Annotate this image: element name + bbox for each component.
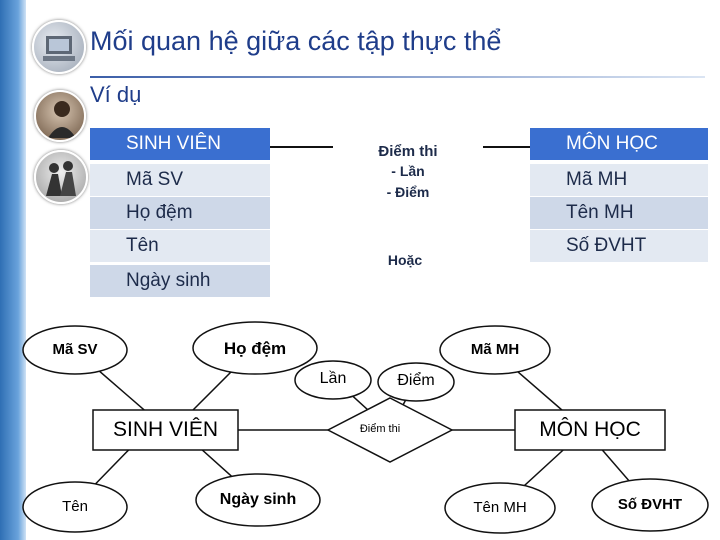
mon-hoc-header: MÔN HỌC xyxy=(530,128,708,160)
relation-box-attr-lan: - Lần xyxy=(391,163,425,179)
attr-ten-mh: Tên MH xyxy=(473,499,527,516)
or-text: Hoặc xyxy=(387,252,423,268)
attr-so-dvht: Số ĐVHT xyxy=(617,496,683,513)
sinh-vien-row-ngay-sinh: Ngày sinh xyxy=(90,265,270,297)
attr-ellipse-ngay-sinh xyxy=(195,473,321,527)
attr-ellipse-ma-sv xyxy=(22,325,128,375)
attr-ellipse-ho-dem xyxy=(192,321,318,375)
mon-hoc-row-ma-mh: Mã MH xyxy=(530,164,708,196)
attr-ma-sv: Mã SV xyxy=(52,341,98,358)
attr-ellipse-ma-mh xyxy=(439,325,551,375)
attr-ellipse-ten xyxy=(22,481,128,533)
relationship-diamond xyxy=(326,397,454,463)
relationship-diem-thi: Điểm thi xyxy=(359,423,401,435)
attr-ma-mh: Mã MH xyxy=(470,341,520,358)
computer-icon xyxy=(32,20,86,74)
person-icon xyxy=(34,90,86,142)
people-icon xyxy=(34,150,88,204)
relation-box-name: Điểm thi xyxy=(378,143,438,160)
sinh-vien-row-ma-sv: Mã SV xyxy=(90,164,270,196)
attr-ten: Tên xyxy=(62,498,88,515)
attr-ngay-sinh: Ngày sinh xyxy=(219,491,297,508)
sinh-vien-row-ten: Tên xyxy=(90,230,270,262)
sidebar-band xyxy=(0,0,26,540)
entity-box-mh xyxy=(514,409,666,451)
attr-ellipse-lan xyxy=(294,360,372,400)
attr-ellipse-so-dvht xyxy=(591,478,709,532)
attr-ellipse-ten-mh xyxy=(444,482,556,534)
title-underline xyxy=(90,76,705,78)
sinh-vien-row-ho-dem: Họ đệm xyxy=(90,197,270,229)
relation-box-bg xyxy=(333,134,483,216)
mon-hoc-row-ten-mh: Tên MH xyxy=(530,197,708,229)
entity-sinh-vien: SINH VIÊN xyxy=(112,418,219,441)
attr-diem: Điểm xyxy=(397,372,435,389)
sinh-vien-header: SINH VIÊN xyxy=(90,128,270,160)
page-title: Mối quan hệ giữa các tập thực thể xyxy=(90,26,502,56)
relation-box-attr-diem: - Điểm xyxy=(386,184,430,200)
attr-ellipse-diem xyxy=(377,362,455,402)
entity-mon-hoc: MÔN HỌC xyxy=(539,418,641,441)
attr-ho-dem: Họ đệm xyxy=(223,339,287,358)
page-subtitle: Ví dụ xyxy=(90,82,142,107)
attr-lan: Lần xyxy=(319,370,347,387)
mon-hoc-row-so-dvht: Số ĐVHT xyxy=(530,230,708,262)
entity-box-sv xyxy=(92,409,239,451)
sidebar-divider xyxy=(26,0,28,540)
